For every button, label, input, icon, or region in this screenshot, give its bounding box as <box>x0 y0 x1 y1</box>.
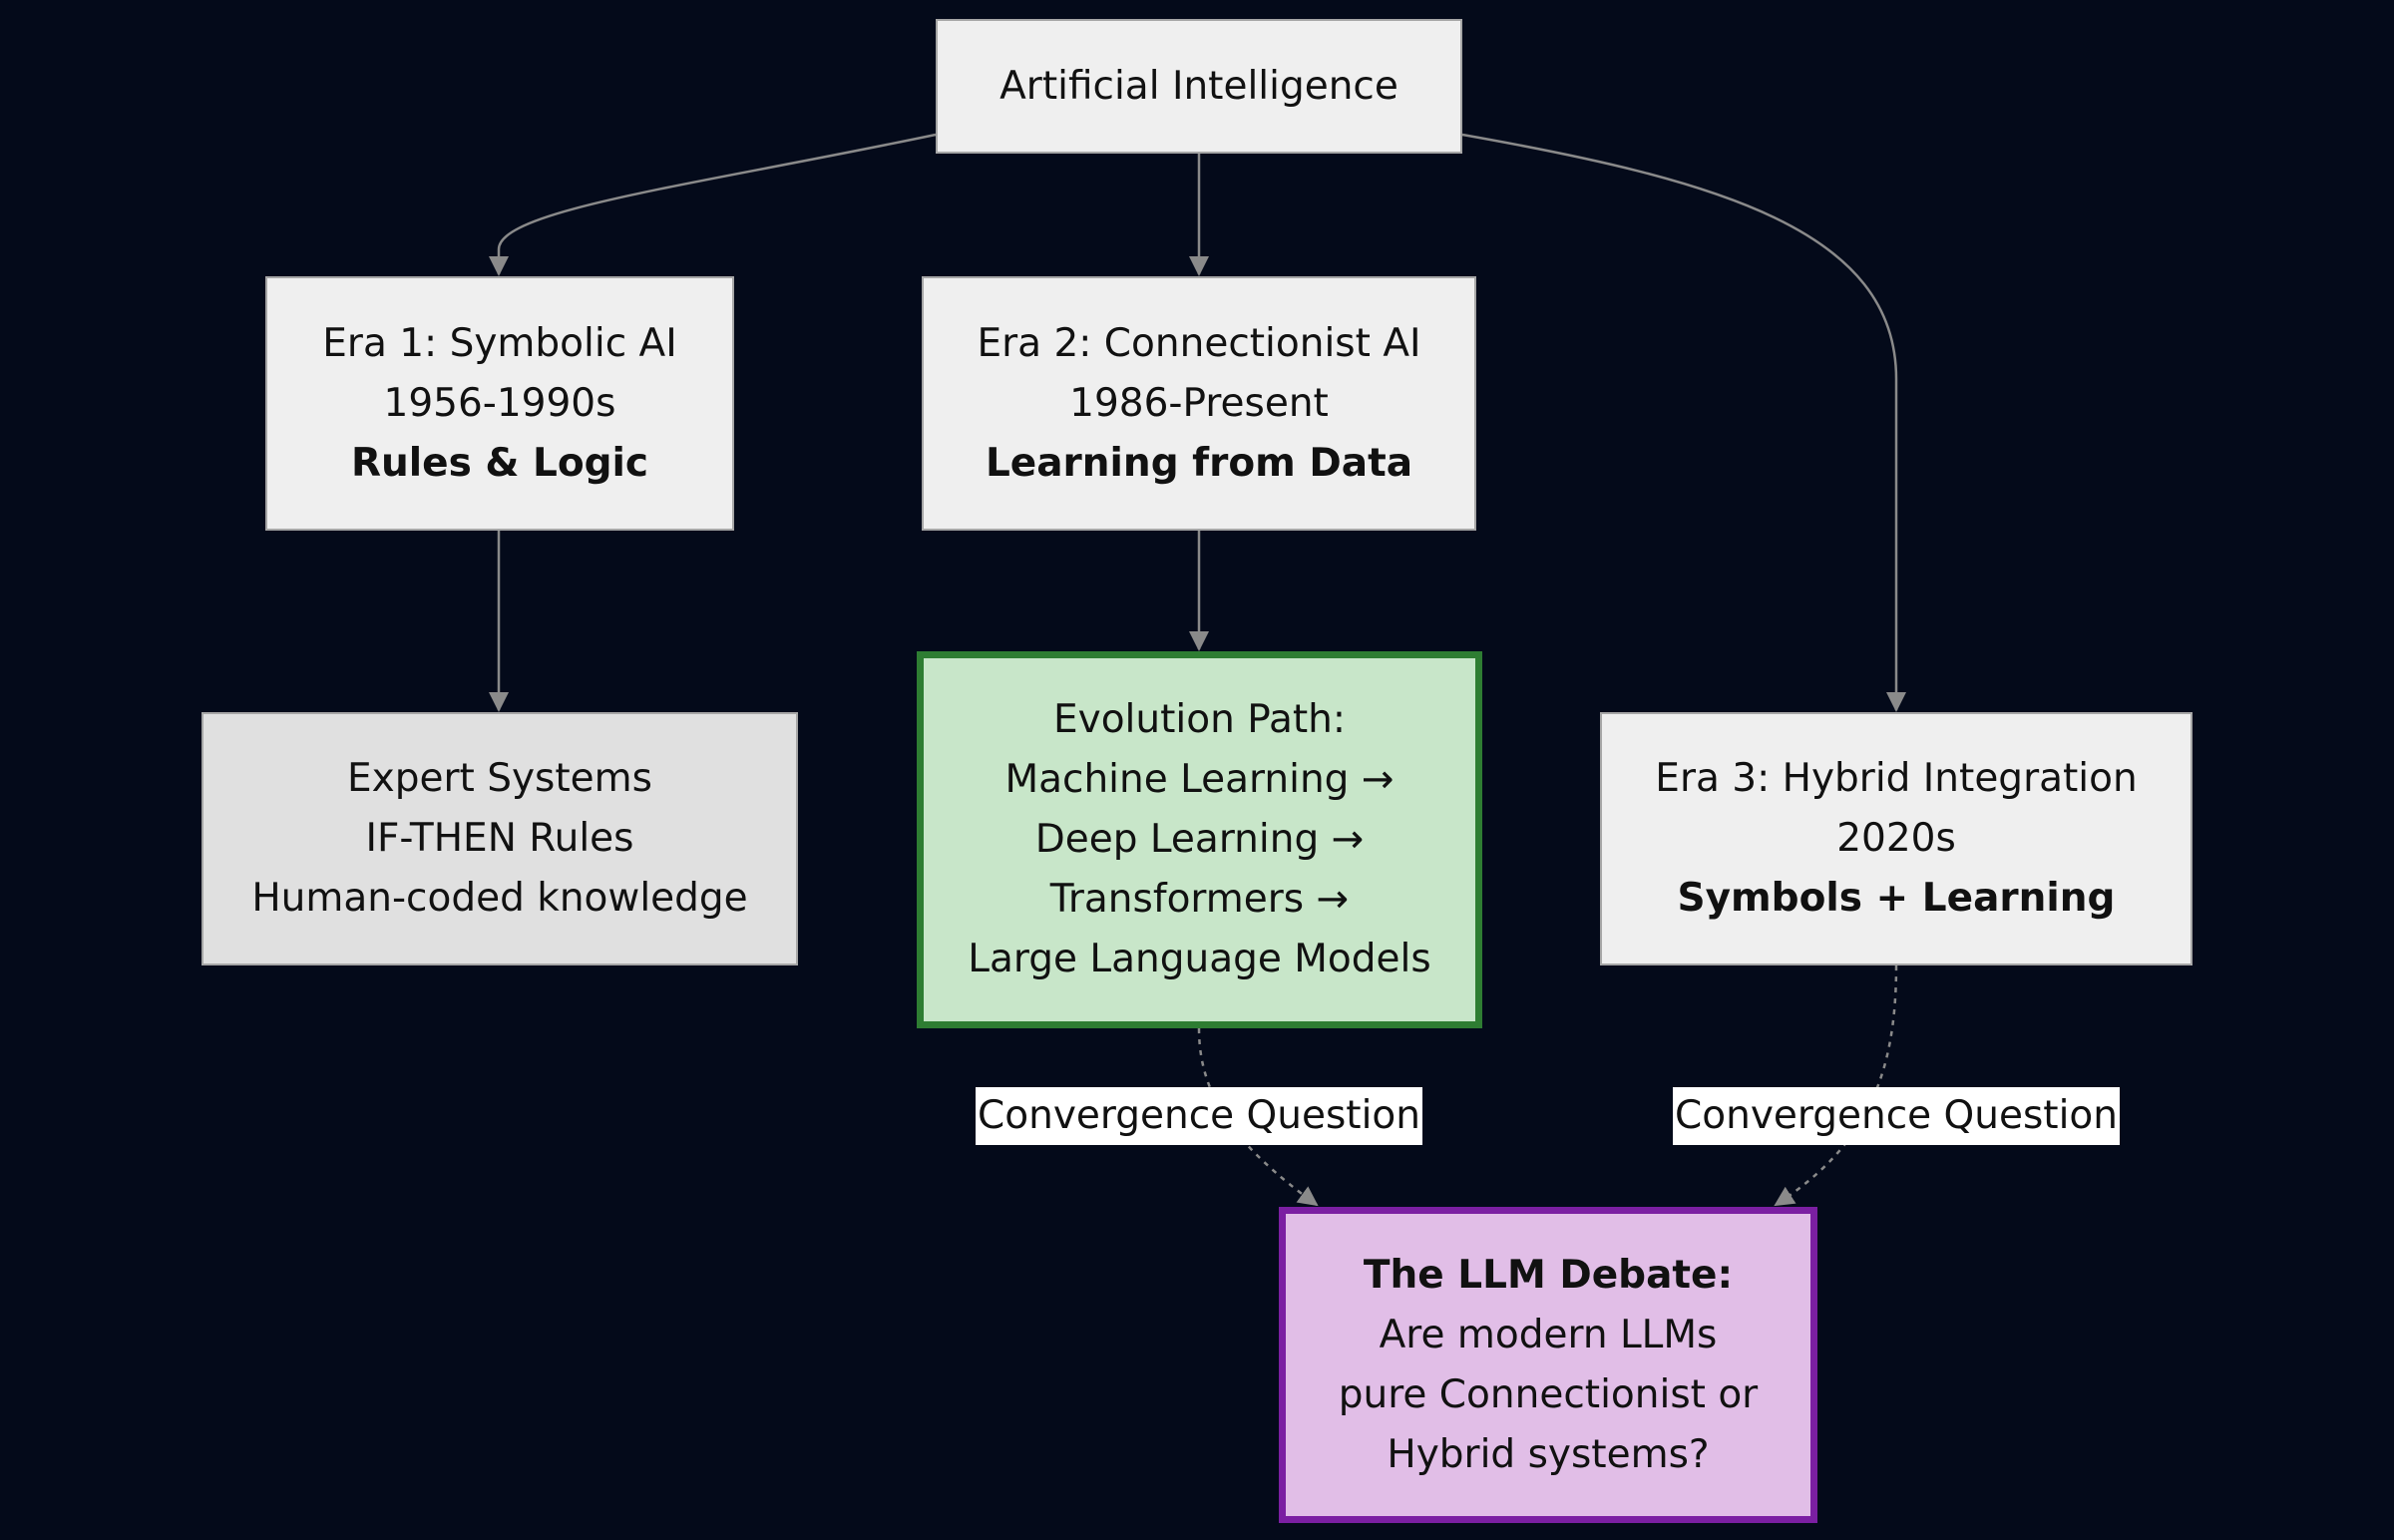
node-debate-line-4: Hybrid systems? <box>1387 1431 1710 1477</box>
node-evolution-line-5: Large Language Models <box>968 937 1431 981</box>
node-evolution-title: Evolution Path: <box>1052 697 1347 742</box>
node-evolution-path: Evolution Path: Machine Learning → Deep … <box>917 651 1482 1028</box>
node-era2-tagline: Learning from Data <box>985 440 1413 486</box>
node-ai-line-1: Artificial Intelligence <box>999 63 1398 109</box>
node-debate-title: The LLM Debate: <box>1363 1252 1734 1298</box>
node-llm-debate: The LLM Debate: Are modern LLMs pure Con… <box>1279 1207 1817 1523</box>
node-era1-symbolic-ai: Era 1: Symbolic AI 1956-1990s Rules & Lo… <box>265 276 734 531</box>
node-expert-systems: Expert Systems IF-THEN Rules Human-coded… <box>201 712 798 965</box>
node-era2-dates: 1986-Present <box>1069 380 1329 426</box>
node-expert-line-3: Human-coded knowledge <box>251 876 748 921</box>
node-debate-line-2: Are modern LLMs <box>1379 1312 1718 1357</box>
edge-ai-era1 <box>489 133 937 276</box>
node-era1-tagline: Rules & Logic <box>350 440 649 486</box>
edge-ai-era3 <box>1461 133 1906 712</box>
node-era3-tagline: Symbols + Learning <box>1677 876 2116 921</box>
node-evolution-line-4: Transformers → <box>1049 877 1350 922</box>
node-artificial-intelligence: Artificial Intelligence <box>936 19 1462 154</box>
node-expert-line-2: IF-THEN Rules <box>365 816 634 861</box>
edge-label-convergence-question-2: Convergence Question <box>1673 1087 2120 1145</box>
node-era3-title: Era 3: Hybrid Integration <box>1655 756 2138 801</box>
node-era1-dates: 1956-1990s <box>383 380 616 426</box>
node-debate-line-3: pure Connectionist or <box>1338 1371 1759 1417</box>
edge-evolution-debate <box>1197 1027 1319 1207</box>
node-evolution-line-2: Machine Learning → <box>1004 757 1395 802</box>
node-era2-title: Era 2: Connectionist AI <box>977 320 1421 366</box>
node-era3-dates: 2020s <box>1836 816 1956 861</box>
node-era2-connectionist-ai: Era 2: Connectionist AI 1986-Present Lea… <box>922 276 1476 531</box>
edge-era3-debate <box>1774 964 1898 1207</box>
node-era3-hybrid-integration: Era 3: Hybrid Integration 2020s Symbols … <box>1600 712 2193 965</box>
edge-label-convergence-question-1: Convergence Question <box>976 1087 1422 1145</box>
node-evolution-line-3: Deep Learning → <box>1034 817 1365 862</box>
node-era1-title: Era 1: Symbolic AI <box>322 320 677 366</box>
node-expert-title: Expert Systems <box>347 756 652 801</box>
